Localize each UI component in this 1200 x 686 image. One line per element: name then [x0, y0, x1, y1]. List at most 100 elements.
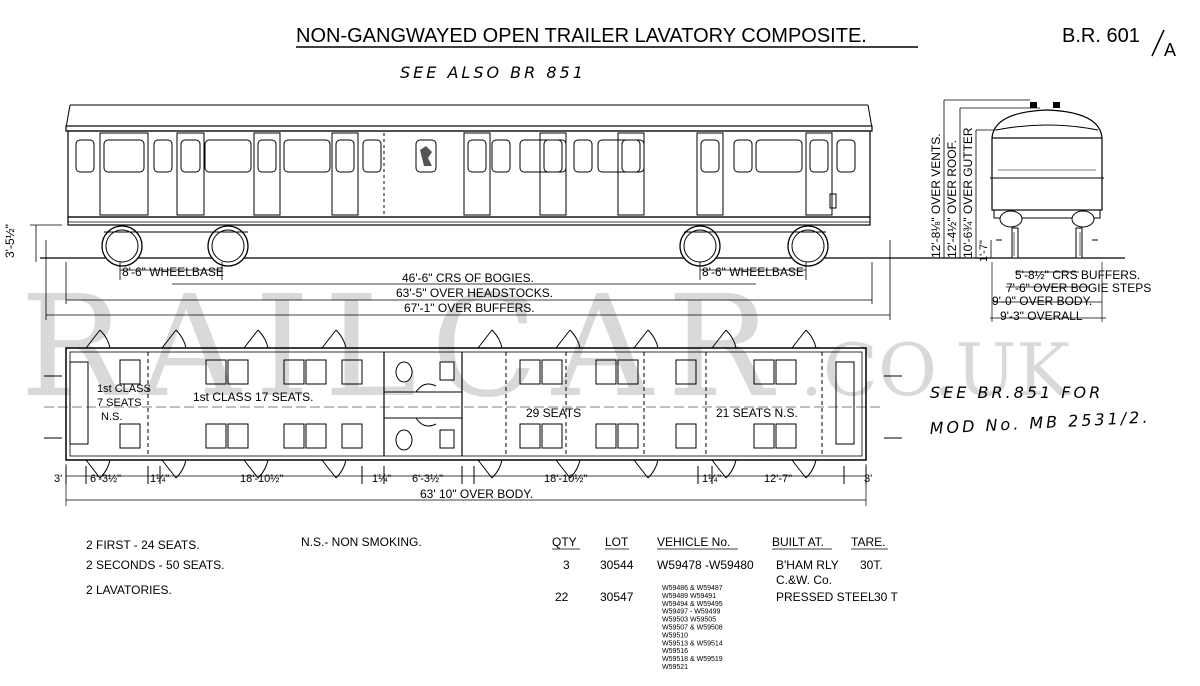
door-droplight — [543, 139, 563, 173]
plan-seat — [119, 423, 141, 449]
21-seats-ns-label: 21 SEATS N.S. — [716, 406, 798, 420]
wheel-tyre — [211, 229, 245, 263]
lot-table: QTY LOT VEHICLE No. BUILT AT. TARE. 3 30… — [552, 535, 898, 671]
plan-seat — [617, 423, 639, 449]
plan-seat — [675, 359, 697, 385]
overall-width-label: 9'-3" OVERALL — [1000, 309, 1083, 323]
bogie-wheel — [787, 225, 829, 267]
end-dimensions: 12'-8⅛" OVER VENTS. 12'-4½" OVER ROOF. 1… — [929, 99, 1151, 323]
dim-6-3-left: 6'-3½" — [90, 473, 121, 485]
row1-built-1: B'HAM RLY — [776, 558, 839, 572]
29-seats-label: 29 SEATS — [526, 406, 581, 420]
vehicle-number-line: W59503 W59505 — [662, 617, 716, 624]
door-swing-top — [161, 329, 187, 349]
row1-built-2: C.&W. Co. — [776, 573, 832, 587]
crs-of-bogies-label: 46'-6" CRS OF BOGIES. — [402, 271, 534, 285]
frosted-glass-hatch — [420, 146, 432, 166]
plan-seat — [205, 423, 227, 449]
vehicle-number-line: W59521 — [662, 664, 688, 671]
dim-1-4-c: 1¼" — [702, 473, 721, 485]
side-door — [331, 132, 359, 216]
vehicle-number-line: W59518 & W59519 — [662, 656, 723, 663]
side-large-window — [755, 139, 803, 173]
wheelbase-left-label: 8'-6" WHEELBASE — [122, 265, 224, 279]
vehicle-number-line: W59513 & W59514 — [662, 640, 723, 647]
door-droplight — [180, 139, 201, 173]
row2-lot: 30547 — [600, 590, 634, 604]
height-3-5-label: 3'-5½" — [3, 224, 17, 258]
door-swing-top — [791, 329, 817, 349]
side-small-window — [362, 139, 382, 173]
crs-buffers-label: 5'-8½" CRS BUFFERS. — [1015, 268, 1140, 282]
header-lot: LOT — [605, 535, 629, 549]
row1-qty: 3 — [563, 558, 570, 572]
plan-view: 1st CLASS 7 SEATS N.S. 1st CLASS 17 SEAT… — [44, 329, 902, 479]
door-swing-top — [633, 329, 659, 349]
lavatory-section — [383, 352, 463, 456]
side-small-window — [491, 139, 511, 173]
side-small-window — [733, 139, 753, 173]
plan-seat — [775, 423, 797, 449]
drawing-reference-suffix: A — [1164, 40, 1176, 60]
plan-seat — [753, 359, 775, 385]
door-swing-bottom — [161, 459, 187, 479]
dim-18-10-left: 18'-10½" — [240, 473, 283, 485]
door-swing-bottom — [555, 459, 581, 479]
side-large-window — [204, 139, 252, 173]
side-door — [99, 132, 149, 216]
door-droplight — [809, 139, 829, 173]
door-swing-bottom — [711, 459, 737, 479]
plan-seat — [119, 359, 141, 385]
side-door — [253, 132, 281, 216]
over-headstocks-label: 63'-5" OVER HEADSTOCKS. — [396, 286, 553, 300]
plan-seat — [283, 423, 305, 449]
door-swing-top — [477, 329, 503, 349]
drawing-reference: B.R. 601 — [1062, 25, 1140, 47]
door-swing-bottom — [633, 459, 659, 479]
dim-1-4-a: 1¼" — [150, 473, 169, 485]
row2-qty: 22 — [555, 590, 569, 604]
end-elevation — [990, 102, 1104, 259]
header-vehicle-no: VEHICLE No. — [657, 535, 730, 549]
lavatory-window — [415, 139, 437, 173]
side-handle — [829, 193, 837, 209]
side-small-window — [573, 139, 593, 173]
wheel-tyre — [791, 229, 825, 263]
side-large-window — [283, 139, 331, 173]
dim-3-left: 3' — [54, 473, 62, 485]
side-large-window — [597, 139, 645, 173]
plan-seat — [675, 423, 697, 449]
plan-dimensions: 3' 6'-3½" 1¼" 18'-10½" 6'-3½" 1¼" 18'-10… — [54, 464, 872, 506]
vehicle-number-line: W59489 W59491 — [662, 593, 716, 600]
door-swing-top — [711, 329, 737, 349]
summary-first: 2 FIRST - 24 SEATS. — [86, 538, 200, 552]
plan-seat — [205, 359, 227, 385]
first-class-small-label-1: 1st CLASS — [97, 383, 151, 395]
first-class-small-label-2: 7 SEATS — [97, 397, 141, 409]
door-swing-top — [321, 329, 347, 349]
side-dimensions: 3'-5½" 8'-6" WHEELBASE 8'-6" WHEELBASE 4… — [3, 224, 891, 320]
header-qty: QTY — [552, 535, 577, 549]
side-door — [617, 132, 645, 216]
over-bogie-steps-label: 7'-6" OVER BOGIE STEPS — [1006, 281, 1151, 295]
vehicle-number-line: W59507 & W59508 — [662, 625, 723, 632]
side-small-window — [836, 139, 856, 173]
row1-lot: 30544 — [600, 558, 634, 572]
plan-seat — [541, 423, 563, 449]
row1-vehicle: W59478 -W59480 — [657, 558, 754, 572]
plan-seat — [227, 423, 249, 449]
door-droplight — [257, 139, 277, 173]
dim-3-right: 3' — [864, 473, 872, 485]
door-droplight — [103, 139, 145, 173]
plan-seat — [617, 359, 639, 385]
side-small-window — [153, 139, 173, 173]
mod-note-line-1: SEE BR.851 FOR — [930, 383, 1103, 402]
side-door — [539, 132, 567, 216]
side-elevation — [40, 104, 1125, 267]
door-swing-top — [555, 329, 581, 349]
side-large-window — [519, 139, 567, 173]
plan-seat — [595, 359, 617, 385]
row2-tare: 30 T — [874, 590, 898, 604]
door-swing-bottom — [791, 459, 817, 479]
